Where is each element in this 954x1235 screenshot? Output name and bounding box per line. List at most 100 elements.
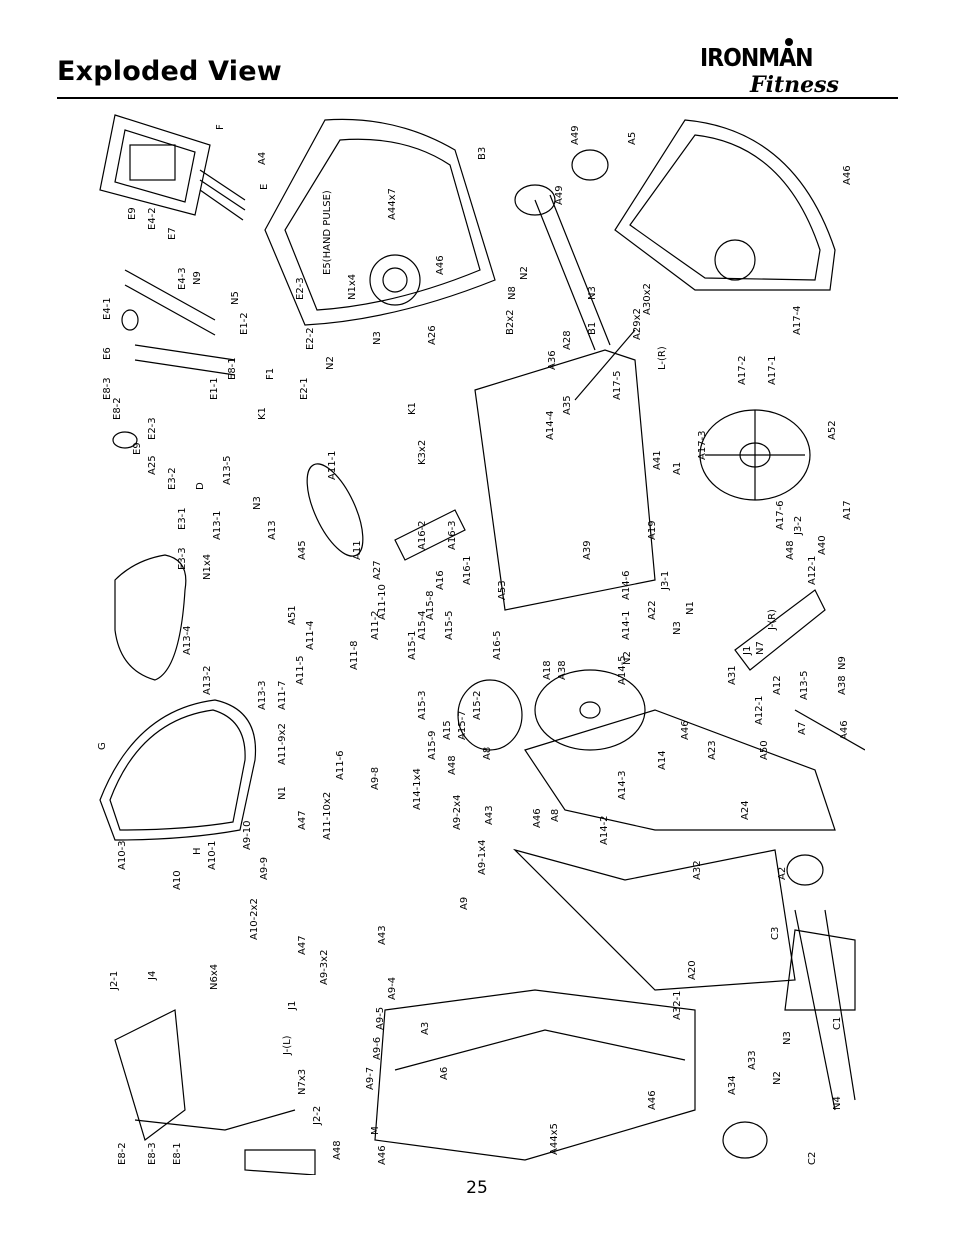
callout-A47b: A47: [297, 935, 308, 955]
callout-K1a: K1: [257, 407, 268, 420]
callout-N1a: N1: [277, 786, 288, 800]
pulley-wheel: [699, 409, 811, 501]
callout-A41: A41: [652, 450, 663, 470]
flywheel: [457, 669, 646, 751]
callout-C1: C1: [832, 1017, 843, 1030]
callout-A48a: A48: [447, 755, 458, 775]
callout-A11-4: A11-4: [305, 620, 316, 650]
callout-A9-7: A9-7: [365, 1067, 376, 1090]
callout-A15-3: A15-3: [417, 690, 428, 720]
callout-A15-4: A15-4: [417, 610, 428, 640]
callout-A14-5: A14-5: [617, 655, 628, 685]
callout-A19: A19: [647, 520, 658, 540]
callout-A14-4: A14-4: [545, 410, 556, 440]
callout-N5: N5: [230, 291, 241, 305]
callout-A12: A12: [772, 675, 783, 695]
callout-A7: A7: [797, 722, 808, 735]
callout-A11-10: A11-10: [377, 584, 388, 620]
callout-C3: C3: [770, 927, 781, 940]
callout-A15-5: A15-5: [444, 610, 455, 640]
callout-A51: A51: [287, 605, 298, 625]
callout-E7: E7: [167, 227, 178, 240]
callout-A9-6: A9-6: [372, 1037, 383, 1060]
callout-A14-1x4: A14-1x4: [412, 768, 423, 810]
callout-A46e: A46: [842, 165, 853, 185]
callout-A8b: A8: [550, 809, 561, 822]
page-title: Exploded View: [57, 56, 282, 87]
callout-A5: A5: [627, 132, 638, 145]
callout-E4-2: E4-2: [147, 207, 158, 230]
callout-A38a: A38: [557, 660, 568, 680]
callout-E3-1: E3-1: [177, 507, 188, 530]
callout-A17: A17: [842, 500, 853, 520]
callout-A14-1: A14-1: [621, 610, 632, 640]
main-frame: [374, 349, 836, 1161]
callout-E2-2: E2-2: [305, 327, 316, 350]
callout-A11-9x2: A11-9x2: [277, 723, 288, 765]
callout-A46d: A46: [435, 255, 446, 275]
callout-A20: A20: [687, 960, 698, 980]
callout-A16a: A16: [435, 570, 446, 590]
callout-N3c: N3: [587, 286, 598, 300]
callout-J3-1: J3-1: [660, 571, 671, 591]
callout-A17-4: A17-4: [792, 305, 803, 335]
callout-A22: A22: [647, 600, 658, 620]
callout-A9-2x4: A9-2x4: [452, 795, 463, 830]
callout-A16-1: A16-1: [462, 555, 473, 585]
callout-A32-1: A32-1: [672, 990, 683, 1020]
callout-E4-1: E4-1: [102, 297, 113, 320]
callout-A9-5: A9-5: [375, 1007, 386, 1030]
callout-E8-3b: E8-3: [147, 1142, 158, 1165]
callout-A13-2: A13-2: [202, 665, 213, 695]
callout-N1b: N1: [685, 601, 696, 615]
callout-A33: A33: [747, 1050, 758, 1070]
callout-J1b: J1: [742, 646, 753, 656]
callout-A39: A39: [582, 540, 593, 560]
callout-A35: A35: [562, 395, 573, 415]
callout-N3b: N3: [372, 331, 383, 345]
callout-N2d: N2: [772, 1071, 783, 1085]
callout-E3-3: E3-3: [177, 547, 188, 570]
callout-C2: C2: [807, 1152, 818, 1165]
callout-A49b: A49: [554, 185, 565, 205]
callout-A29x2: A29x2: [632, 308, 643, 340]
callout-A12-1a: A12-1: [807, 555, 818, 585]
logo-script: Fitness: [750, 72, 839, 98]
part-callouts: F A4 E E9 E4-2 E7 N9 E4-3 N5 E2-3 E1-2 E…: [97, 124, 853, 1165]
callout-A11-2: A11-2: [370, 610, 381, 640]
callout-M: M: [370, 1126, 381, 1135]
seat-back: [99, 699, 257, 841]
pedal-left: [114, 1009, 316, 1175]
callout-G: G: [97, 742, 108, 750]
callout-A4: A4: [257, 152, 268, 165]
callout-A46b: A46: [377, 1145, 388, 1165]
callout-A9: A9: [459, 897, 470, 910]
callout-N2c: N2: [622, 651, 633, 665]
callout-A49a: A49: [570, 125, 581, 145]
callout-J-L: J-(L): [282, 1035, 293, 1056]
callout-E9b: E9: [132, 442, 143, 455]
callout-E2-3b: E2-3: [147, 417, 158, 440]
callout-A15-1: A15-1: [407, 630, 418, 660]
crank-assembly: [394, 149, 636, 561]
callout-A53: A53: [497, 580, 508, 600]
right-shroud: [614, 119, 836, 291]
callout-A25: A25: [147, 455, 158, 475]
callout-A43b: A43: [377, 925, 388, 945]
callout-B2x2: B2x2: [505, 309, 516, 335]
callout-A46a: A46: [532, 808, 543, 828]
callout-J1a: J1: [287, 1001, 298, 1011]
callout-A12-1b: A12-1: [754, 695, 765, 725]
callout-A14-3: A14-3: [617, 770, 628, 800]
callout-A28: A28: [562, 330, 573, 350]
callout-A14: A14: [657, 750, 668, 770]
callout-A50: A50: [759, 740, 770, 760]
callout-A15-8: A15-8: [425, 590, 436, 620]
callout-A13: A13: [267, 520, 278, 540]
callout-N6x4: N6x4: [209, 964, 220, 990]
callout-A46g: A46: [839, 720, 850, 740]
callout-A27: A27: [372, 560, 383, 580]
callout-N9: N9: [192, 271, 203, 285]
callout-E8-3a: E8-3: [102, 377, 113, 400]
callout-A2: A2: [777, 867, 788, 880]
